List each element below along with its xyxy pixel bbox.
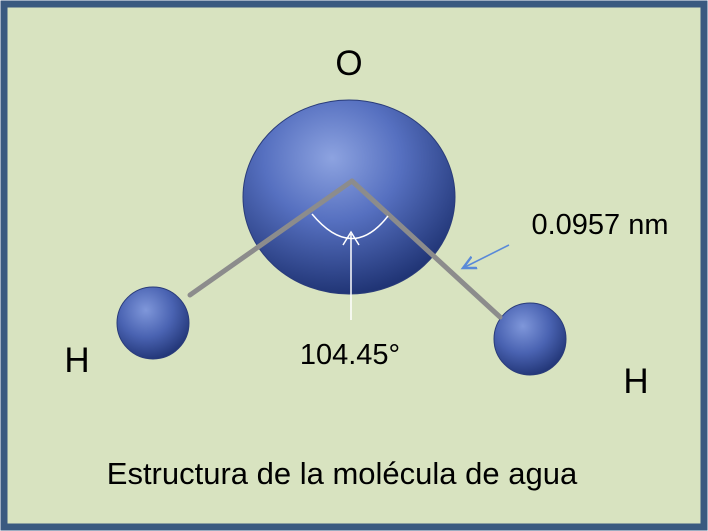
- bond-length-arrow: [463, 244, 510, 268]
- hydrogen-atom-left: [116, 286, 190, 360]
- bond-right: [349, 178, 503, 320]
- oxygen-atom: [242, 99, 456, 295]
- oxygen-label: O: [335, 44, 362, 83]
- hydrogen-left-label: H: [64, 341, 89, 380]
- bond-length-label: 0.0957 nm: [531, 209, 668, 241]
- hydrogen-right-label: H: [623, 362, 648, 401]
- angle-pointer-arrowhead: [342, 230, 360, 246]
- bond-angle-label: 104.45°: [300, 339, 400, 371]
- hydrogen-atom-right: [493, 302, 567, 376]
- diagram-caption: Estructura de la molécula de agua: [107, 456, 578, 491]
- bond-left: [187, 178, 355, 298]
